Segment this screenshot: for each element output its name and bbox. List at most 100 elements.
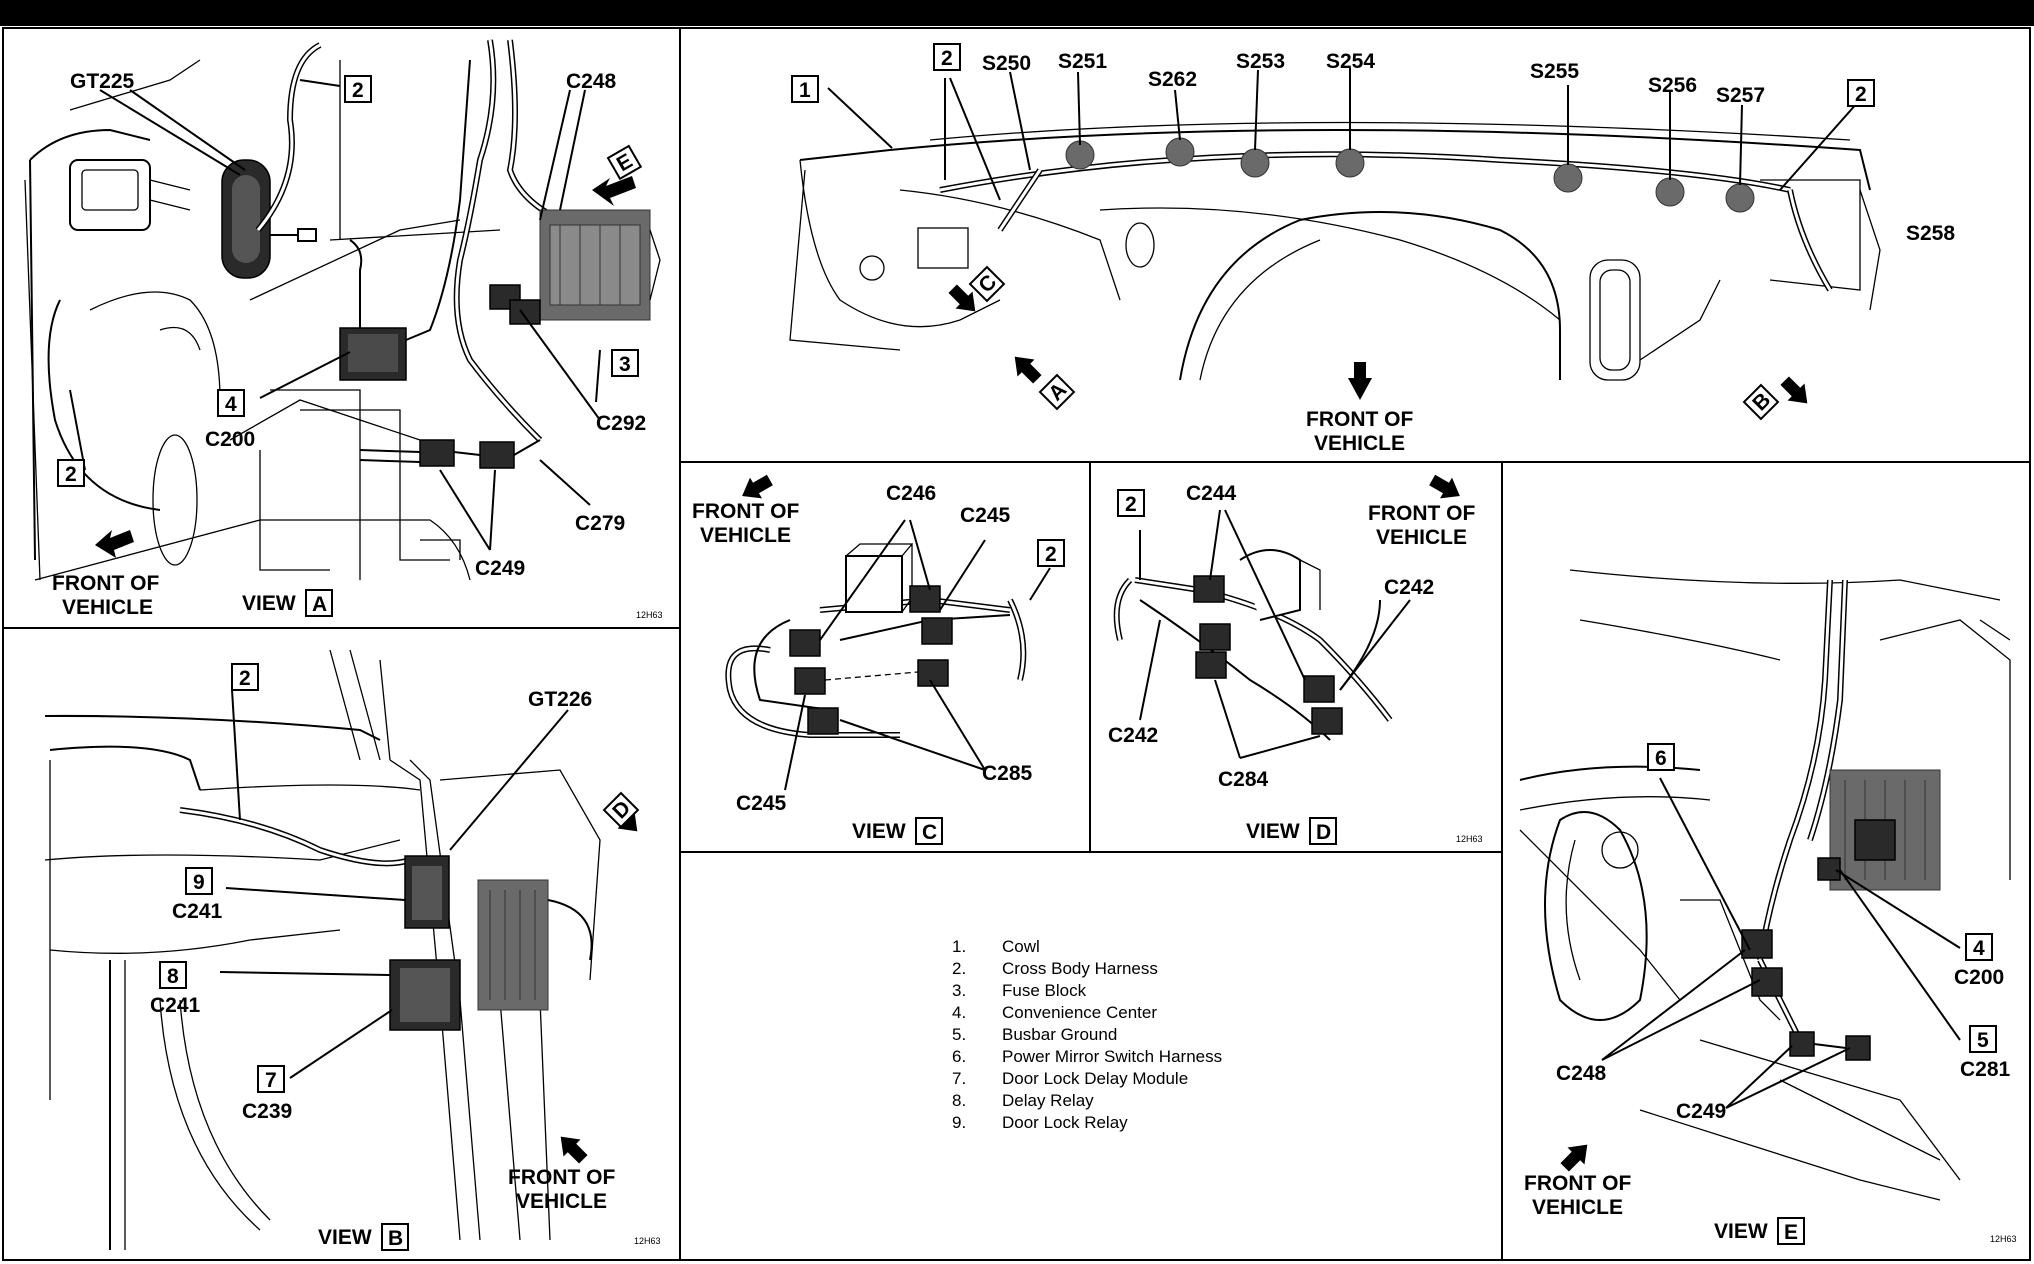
legend-text-1: Cowl [1002,937,1040,956]
label-s255: S255 [1530,60,1579,83]
front-of-vehicle-b-line1: FRONT OF [508,1166,615,1189]
callout-box-6-e [1647,743,1675,771]
panel-b-callouts: 2 GT226 9 C241 8 C241 7 C239 D FRONT OF … [150,663,661,1251]
callout-2-c: 2 [1045,543,1057,566]
label-c241-upper: C241 [172,900,223,923]
callout-2-b: 2 [239,667,251,690]
front-of-vehicle-c-line1: FRONT OF [692,500,799,523]
legend-num-9: 9. [952,1113,966,1132]
legend-text-5: Busbar Ground [1002,1025,1117,1044]
label-c242-left: C242 [1108,724,1158,747]
legend-num-7: 7. [952,1069,966,1088]
label-c248-a: C248 [566,70,617,93]
view-e-letter: E [1784,1221,1798,1244]
label-c279: C279 [575,512,625,535]
callout-9-b: 9 [193,871,205,894]
legend-text-4: Convenience Center [1002,1003,1157,1022]
view-b-label: VIEW [318,1226,372,1249]
view-a-letter: A [312,593,327,616]
front-of-vehicle-a-line1: FRONT OF [52,572,159,595]
callout-box-2-a-top [344,75,372,103]
callout-box-3-a [611,349,639,377]
front-of-vehicle-top-line2: VEHICLE [1314,432,1405,455]
panel-view-c [725,474,1051,791]
callout-2-top-left: 2 [941,47,953,70]
legend-text-9: Door Lock Relay [1002,1113,1128,1132]
label-c285: C285 [982,762,1033,785]
label-c246: C246 [886,482,936,505]
legend-text-8: Delay Relay [1002,1091,1094,1110]
label-s257: S257 [1716,84,1765,107]
callout-box-7-b [257,1065,285,1093]
legend-text-3: Fuse Block [1002,981,1087,1000]
view-c-letter: C [922,821,937,844]
callout-5-e: 5 [1977,1029,1989,1052]
legend-text-7: Door Lock Delay Module [1002,1069,1188,1088]
view-c-label: VIEW [852,820,906,843]
front-of-vehicle-c-line2: VEHICLE [700,524,791,547]
callout-box-9-b [185,867,213,895]
front-of-vehicle-e-line2: VEHICLE [1532,1196,1623,1219]
callout-2-a-top: 2 [352,79,364,102]
panel-view-b [44,649,638,1250]
label-c249-a: C249 [475,557,525,580]
legend-num-8: 8. [952,1091,966,1110]
figure-code-e: 12H63 [1990,1234,2017,1244]
front-of-vehicle-top-line1: FRONT OF [1306,408,1413,431]
label-c200-e: C200 [1954,966,2004,989]
callout-box-2-c [1037,539,1065,567]
callout-box-2-top-right [1847,79,1875,107]
panel-c-callouts: FRONT OF VEHICLE C246 C245 2 C245 C285 V… [692,482,1065,845]
legend-num-4: 4. [952,1003,966,1022]
panel-a-callouts: GT225 C248 C200 C292 C279 C249 2 2 3 4 E… [52,70,663,620]
top-border-bar [0,0,2034,26]
callout-box-4-a [217,389,245,417]
front-of-vehicle-b-line2: VEHICLE [516,1190,607,1213]
legend-num-6: 6. [952,1047,966,1066]
label-c239: C239 [242,1100,292,1123]
callout-6-e: 6 [1655,747,1667,770]
callout-box-1 [791,75,819,103]
view-d-letter: D [1316,821,1331,844]
label-s253: S253 [1236,50,1285,73]
label-c292: C292 [596,412,646,435]
view-c-box [915,817,943,845]
panel-e-callouts: 6 4 C200 5 C281 C248 C249 FRONT OF VEHIC… [1524,743,2017,1245]
callout-box-2-d [1117,489,1145,517]
label-c248-e: C248 [1556,1062,1607,1085]
label-c200-a: C200 [205,428,255,451]
label-s250: S250 [982,52,1031,75]
view-e-label: VIEW [1714,1220,1768,1243]
label-c249-e: C249 [1676,1100,1726,1123]
label-gt226: GT226 [528,688,592,711]
label-c245-lower: C245 [736,792,787,815]
legend-text-2: Cross Body Harness [1002,959,1158,978]
callout-4-e: 4 [1973,937,1985,960]
callout-box-2-a-left [57,459,85,487]
view-b-letter: B [388,1227,403,1250]
callout-2-a-left: 2 [65,463,77,486]
front-of-vehicle-d-line1: FRONT OF [1368,502,1475,525]
callout-box-5-e [1969,1025,1997,1053]
legend-text-6: Power Mirror Switch Harness [1002,1047,1222,1066]
label-s254: S254 [1326,50,1375,73]
front-of-vehicle-d-line2: VEHICLE [1376,526,1467,549]
label-c241-lower: C241 [150,994,201,1017]
view-a-box [305,589,333,617]
panel-view-a [24,39,661,581]
label-gt225: GT225 [70,70,135,93]
view-d-label: VIEW [1246,820,1300,843]
callout-box-4-e [1965,933,1993,961]
panel-top-cowl [789,68,1881,404]
callout-box-2-top-left [933,43,961,71]
callout-2-top-right: 2 [1855,83,1867,106]
front-of-vehicle-a-line2: VEHICLE [62,596,153,619]
panel-view-e [1519,569,2011,1201]
label-c281: C281 [1960,1058,2011,1081]
label-s262: S262 [1148,68,1197,91]
view-d-box [1309,817,1337,845]
wiring-diagram: GT225 C248 C200 C292 C279 C249 2 2 3 4 E… [2,27,2031,1261]
label-c284: C284 [1218,768,1269,791]
legend: 1. Cowl 2. Cross Body Harness 3. Fuse Bl… [952,937,1222,1132]
legend-num-1: 1. [952,937,966,956]
